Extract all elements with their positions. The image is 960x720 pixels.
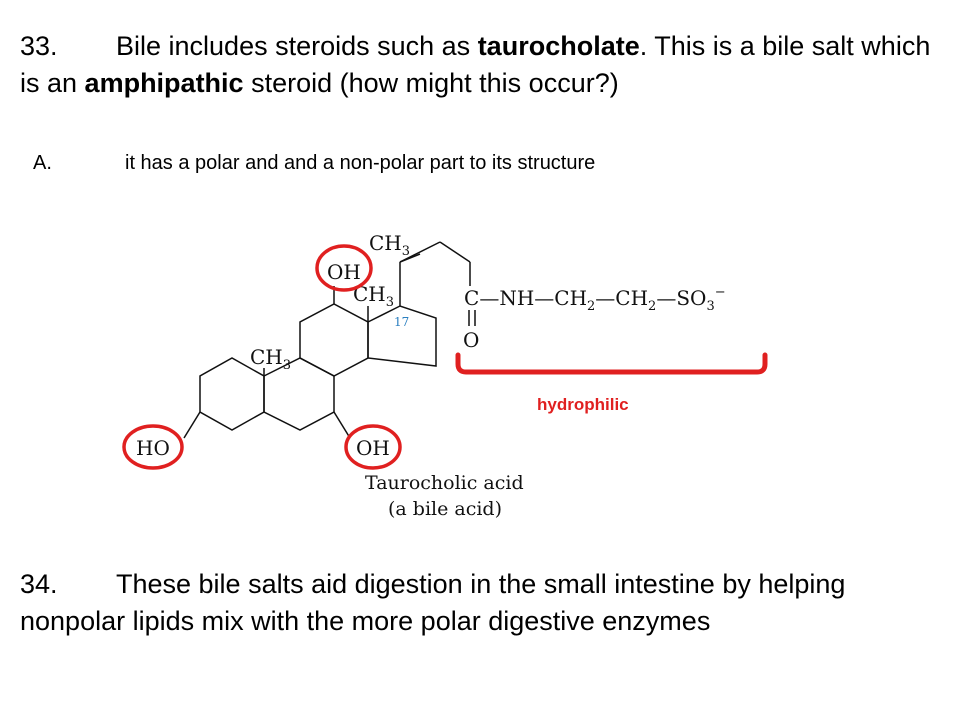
question-33-number: 33.: [20, 31, 58, 61]
question-33-text-b: . This is a bile salt which is an: [20, 31, 931, 98]
tail-formula: C—NH—CH2—CH2—SO3−: [464, 285, 726, 314]
highlight-ho-c3: [122, 424, 184, 470]
ch3-c19-label: CH3: [250, 345, 291, 373]
hydrophilic-bracket: [455, 352, 768, 375]
oh-c7-label: OH: [356, 436, 390, 460]
ch3-top-label: CH3: [369, 231, 410, 259]
highlight-oh-c7: [344, 424, 402, 470]
question-33: 33. Bile includes steroids such as tauroc…: [20, 28, 940, 102]
carbonyl-oxygen-label: O: [463, 328, 479, 352]
ho-c3-label: HO: [136, 436, 170, 460]
hydrophilic-label: hydrophilic: [537, 395, 629, 414]
question-33-text-a: Bile includes steroids such as: [116, 31, 478, 61]
term-taurocholate: taurocholate: [477, 31, 640, 61]
answer-letter: A.: [33, 152, 52, 174]
ring-d: [367, 305, 437, 367]
caption-line-2: (a bile acid): [388, 498, 502, 520]
caption-line-1: Taurocholic acid: [365, 472, 524, 494]
term-amphipathic: amphipathic: [84, 68, 244, 98]
oh-c12-label: OH: [327, 260, 361, 284]
answer-a: A. it has a polar and and a non-polar par…: [33, 150, 595, 176]
highlight-oh-c12: [315, 244, 373, 292]
oh-highlights: [122, 244, 402, 470]
ring-c: [299, 303, 369, 377]
question-34-number: 34.: [20, 569, 58, 599]
position-17-label: 17: [394, 315, 409, 329]
answer-text: it has a polar and and a non-polar part …: [125, 152, 596, 174]
steroid-skeleton: [183, 241, 476, 439]
question-34-text: These bile salts aid digestion in the sm…: [20, 569, 846, 636]
question-33-text-c: steroid (how might this occur?): [243, 68, 619, 98]
question-34: 34.These bile salts aid digestion in the…: [20, 566, 940, 640]
